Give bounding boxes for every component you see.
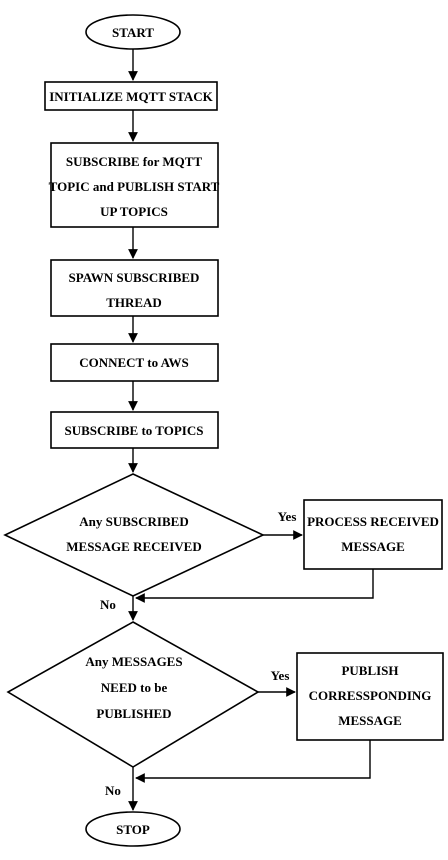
decision2-yes-label: Yes xyxy=(271,668,290,683)
subscribe-publish-line-2: TOPIC and PUBLISH START xyxy=(49,179,220,194)
decision1-yes-label: Yes xyxy=(278,509,297,524)
spawn-thread-box: SPAWN SUBSCRIBED THREAD xyxy=(50,259,219,317)
decision2-no-label: No xyxy=(105,783,121,798)
decision-publish-messages: Any MESSAGES NEED to be PUBLISHED xyxy=(6,621,260,768)
decision1-line-1: Any SUBSCRIBED xyxy=(79,514,188,529)
process-received-box: PROCESS RECEIVED MESSAGE xyxy=(303,499,443,570)
decision2-line-2: NEED to be xyxy=(101,680,168,695)
subscribe-publish-line-1: SUBSCRIBE for MQTT xyxy=(66,154,203,169)
start-label: START xyxy=(112,25,154,40)
subscribe-topics-label: SUBSCRIBE to TOPICS xyxy=(65,423,204,438)
decision-subscribed-message: Any SUBSCRIBED MESSAGE RECEIVED xyxy=(3,473,265,597)
process-received-line-2: MESSAGE xyxy=(341,539,405,554)
connect-aws-box: CONNECT to AWS xyxy=(50,343,219,382)
arrow-process-received-return xyxy=(135,569,374,603)
decision2-line-3: PUBLISHED xyxy=(96,706,171,721)
decision1-no-label: No xyxy=(100,597,116,612)
subscribe-publish-line-3: UP TOPICS xyxy=(100,204,168,219)
decision2-line-1: Any MESSAGES xyxy=(85,654,182,669)
stop-label: STOP xyxy=(116,822,150,837)
arrow-publish-return xyxy=(135,740,371,783)
process-received-line-1: PROCESS RECEIVED xyxy=(307,514,439,529)
subscribe-topics-box: SUBSCRIBE to TOPICS xyxy=(50,411,219,449)
connect-aws-label: CONNECT to AWS xyxy=(79,355,189,370)
initialize-mqtt-box: INITIALIZE MQTT STACK xyxy=(44,81,218,111)
publish-message-line-3: MESSAGE xyxy=(338,713,402,728)
spawn-thread-line-1: SPAWN SUBSCRIBED xyxy=(69,270,200,285)
decision1-line-2: MESSAGE RECEIVED xyxy=(66,539,201,554)
publish-message-box: PUBLISH CORRESSPONDING MESSAGE xyxy=(296,652,444,741)
publish-message-line-2: CORRESSPONDING xyxy=(309,688,432,703)
spawn-thread-line-2: THREAD xyxy=(106,295,162,310)
stop-terminator: STOP xyxy=(85,811,181,847)
start-terminator: START xyxy=(85,14,181,50)
initialize-mqtt-label: INITIALIZE MQTT STACK xyxy=(49,89,213,104)
subscribe-publish-box: SUBSCRIBE for MQTT TOPIC and PUBLISH STA… xyxy=(49,142,220,228)
publish-message-line-1: PUBLISH xyxy=(341,663,398,678)
